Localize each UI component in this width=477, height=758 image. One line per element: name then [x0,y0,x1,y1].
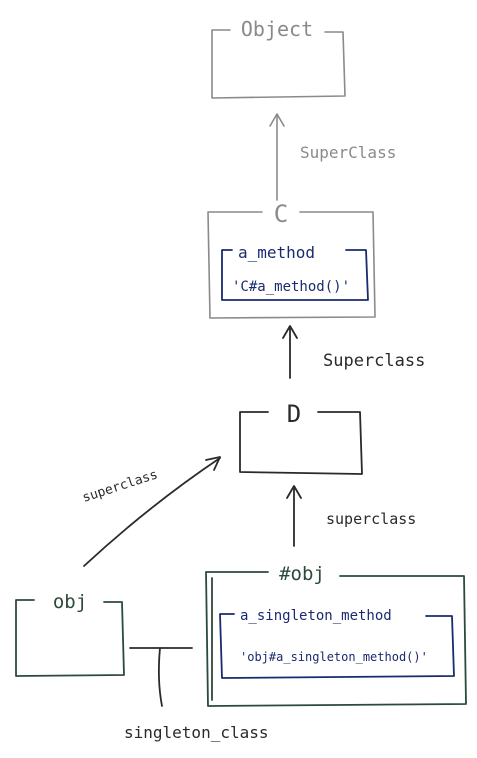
singleton-class-node: #obj a_singleton_method 'obj#a_singleton… [205,563,467,707]
singleton-class-stem [157,647,163,707]
object-class-node: Object [211,17,346,99]
c-box-outline [207,211,376,319]
edge-d-to-c: Superclass [282,325,425,379]
singleton-label: #obj [279,563,325,585]
d-box-outline [239,411,363,475]
arrow-obj-d-head [205,456,221,471]
singleton-method-table-outline [219,613,455,679]
d-label: D [287,400,301,428]
singleton-method-body: 'obj#a_singleton_method()' [240,650,428,664]
superclass-label-c-object: SuperClass [300,143,396,162]
singleton-box-outline [205,571,467,707]
arrow-d-c-head [282,325,298,339]
object-label: Object [241,17,313,41]
singleton-class-label: singleton_class [124,723,269,742]
obj-label: obj [53,591,87,613]
c-method-name: a_method [238,243,315,262]
edge-obj-to-d: superclass [81,456,221,567]
c-method-body: 'C#a_method()' [232,279,350,295]
obj-box-outline [15,599,125,677]
superclass-label-singleton-d: superclass [326,510,416,528]
edge-singleton-to-d: superclass [286,485,416,547]
superclass-label-obj-d: superclass [81,467,160,505]
arrow-singleton-d-head [286,485,302,499]
arrow-c-object-head [269,113,285,127]
singleton-method-name: a_singleton_method [240,608,392,624]
obj-instance-node: obj [15,591,125,677]
c-method-table-outline [221,249,369,301]
edge-obj-to-singleton: singleton_class [124,647,269,742]
superclass-label-d-c: Superclass [323,351,425,371]
object-box-outline [211,29,346,99]
d-class-node: D [239,400,363,475]
c-class-node: C a_method 'C#a_method()' [207,200,376,319]
edge-c-to-object: SuperClass [269,113,396,201]
arrow-obj-d-line [83,457,221,567]
c-label: C [274,200,288,228]
